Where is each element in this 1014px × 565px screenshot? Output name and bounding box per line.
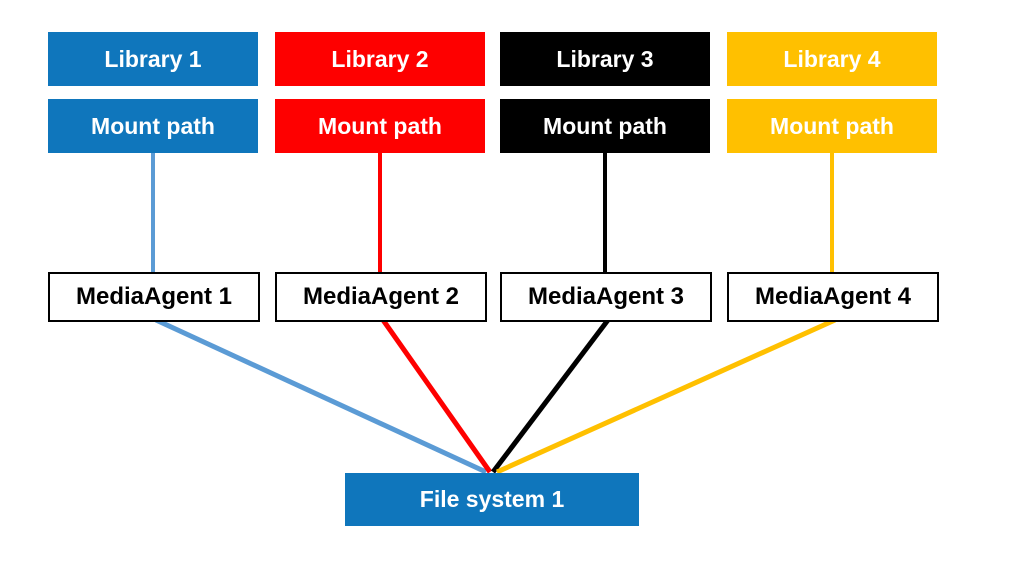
media-agent-3-box: MediaAgent 3 <box>500 272 712 322</box>
media-agent-1-box: MediaAgent 1 <box>48 272 260 322</box>
mount-path-2-box: Mount path <box>275 99 485 153</box>
mount-path-3-box: Mount path <box>500 99 710 153</box>
library-1-box: Library 1 <box>48 32 258 86</box>
media-agent-2-box: MediaAgent 2 <box>275 272 487 322</box>
library-3-box: Library 3 <box>500 32 710 86</box>
media-agent-4-box: MediaAgent 4 <box>727 272 939 322</box>
file-system-1-box: File system 1 <box>345 473 639 526</box>
mount-path-1-box: Mount path <box>48 99 258 153</box>
library-4-box: Library 4 <box>727 32 937 86</box>
mount-path-4-box: Mount path <box>727 99 937 153</box>
library-2-box: Library 2 <box>275 32 485 86</box>
